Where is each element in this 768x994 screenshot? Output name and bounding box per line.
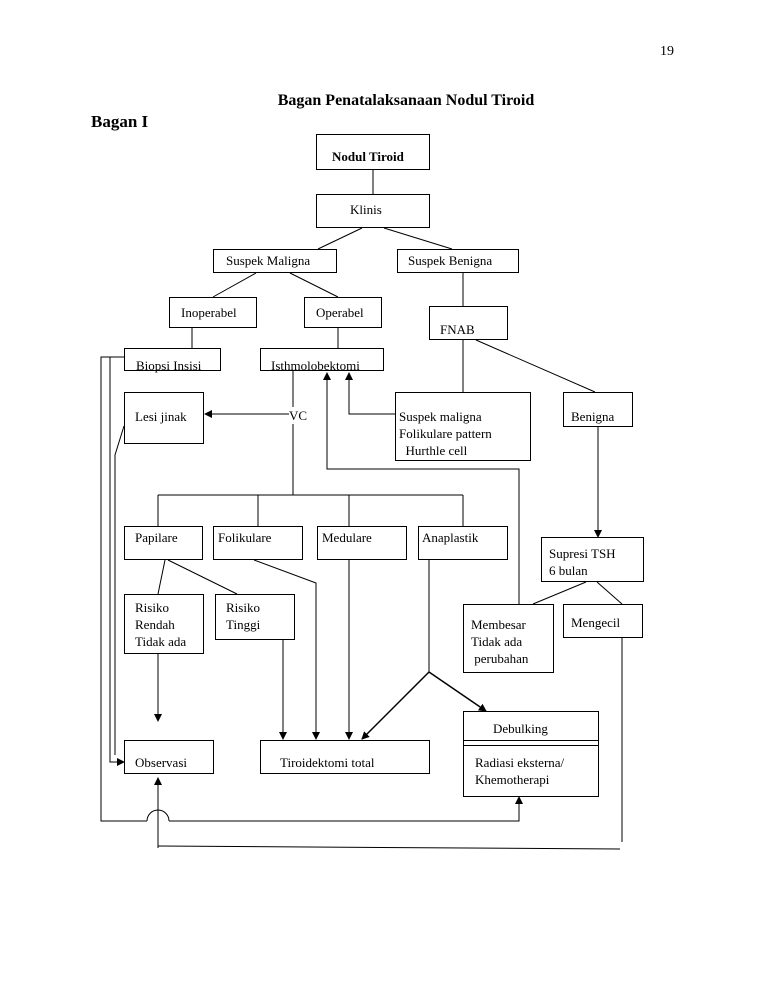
node-anaplastik: Anaplastik [418, 526, 508, 560]
node-isthmolobektomi: Isthmolobektomi [260, 348, 384, 373]
node-label: Risiko Tinggi [226, 600, 261, 632]
edge-biopsi-radiasi [100, 356, 147, 822]
node-label: Benigna [571, 409, 615, 424]
node-label-radiasi: Radiasi eksterna/ Khemotherapi [475, 755, 565, 787]
node-observasi: Observasi [124, 740, 214, 774]
node-suspek-maligna: Suspek Maligna [213, 249, 337, 273]
node-label: Mengecil [571, 615, 621, 630]
node-label: Biopsi Insisi [136, 358, 202, 373]
chart-subtitle: Bagan I [91, 112, 149, 131]
node-nodul-tiroid: Nodul Tiroid [316, 134, 430, 170]
node-klinis: Klinis [316, 194, 430, 228]
edge-maligna-operabel [289, 272, 339, 298]
node-suspek-benigna: Suspek Benigna [397, 249, 519, 273]
edge-folikulare-total [253, 559, 320, 740]
node-lesi-jinak: Lesi jinak [124, 392, 204, 444]
node-label: Risiko Rendah Tidak ada [135, 600, 187, 649]
edge-fnab-benigna [475, 339, 596, 393]
edge-biopsi-observasi [109, 356, 125, 766]
node-membesar: Membesar Tidak ada perubahan [463, 604, 554, 673]
node-label: Anaplastik [422, 530, 479, 545]
node-label: Supresi TSH 6 bulan [549, 546, 616, 578]
node-label: Suspek Maligna [226, 253, 311, 268]
node-tiroidektomi-total: Tiroidektomi total [260, 740, 430, 774]
vc-label: VC [289, 407, 308, 424]
node-inoperabel: Inoperabel [169, 297, 257, 328]
edge-papilare-tinggi [167, 559, 238, 595]
node-label: Inoperabel [181, 305, 237, 320]
node-fnab-result: Suspek maligna Folikulare pattern Hurthl… [395, 392, 531, 461]
edge-lesi-observasi [114, 425, 125, 755]
node-benigna: Benigna [563, 392, 633, 427]
node-label: Suspek Benigna [408, 253, 493, 268]
page-title: Bagan Penatalaksanaan Nodul Tiroid [277, 92, 535, 109]
edge-klinis-maligna [317, 227, 363, 250]
node-label: Suspek maligna Folikulare pattern Hurthl… [399, 409, 492, 458]
edge-tsh-mengecil [596, 581, 623, 605]
node-label: FNAB [440, 322, 475, 337]
node-biopsi-insisi: Biopsi Insisi [124, 348, 221, 373]
node-debulking-radiasi: Debulking Radiasi eksterna/ Khemotherapi [463, 711, 599, 797]
node-label: Folikulare [218, 530, 272, 545]
node-divider [464, 745, 598, 746]
edge-klinis-benigna [383, 227, 453, 250]
node-label: Operabel [316, 305, 364, 320]
node-label: Observasi [135, 755, 187, 770]
node-label-debulking: Debulking [493, 721, 548, 736]
node-mengecil: Mengecil [563, 604, 643, 638]
node-medulare: Medulare [317, 526, 407, 560]
edge-anaplastik-total [361, 671, 430, 740]
node-operabel: Operabel [304, 297, 382, 328]
node-label: Isthmolobektomi [271, 358, 360, 373]
node-label: Medulare [322, 530, 372, 545]
edge-membesar-isthmo [323, 372, 520, 604]
edge-maligna-inoperabel [212, 272, 257, 298]
node-folikulare: Folikulare [213, 526, 303, 560]
node-papilare: Papilare [124, 526, 203, 560]
node-label: Tiroidektomi total [280, 755, 375, 770]
node-label: Nodul Tiroid [332, 149, 404, 164]
page-number: 19 [660, 44, 674, 59]
node-label: Lesi jinak [135, 409, 187, 424]
edge-anaplastik-debulking [428, 671, 487, 712]
edge-papilare-rendah [157, 559, 166, 595]
node-divider [464, 740, 598, 741]
node-label: Papilare [135, 530, 178, 545]
node-fnab: FNAB [429, 306, 508, 340]
node-label: Klinis [350, 202, 382, 217]
node-supresi-tsh: Supresi TSH 6 bulan [541, 537, 644, 582]
node-label: Membesar Tidak ada perubahan [471, 617, 529, 666]
node-risiko-rendah: Risiko Rendah Tidak ada [124, 594, 204, 654]
node-risiko-tinggi: Risiko Tinggi [215, 594, 295, 640]
edge-tsh-membesar [532, 581, 587, 605]
edge-result-isthmo [345, 372, 395, 415]
